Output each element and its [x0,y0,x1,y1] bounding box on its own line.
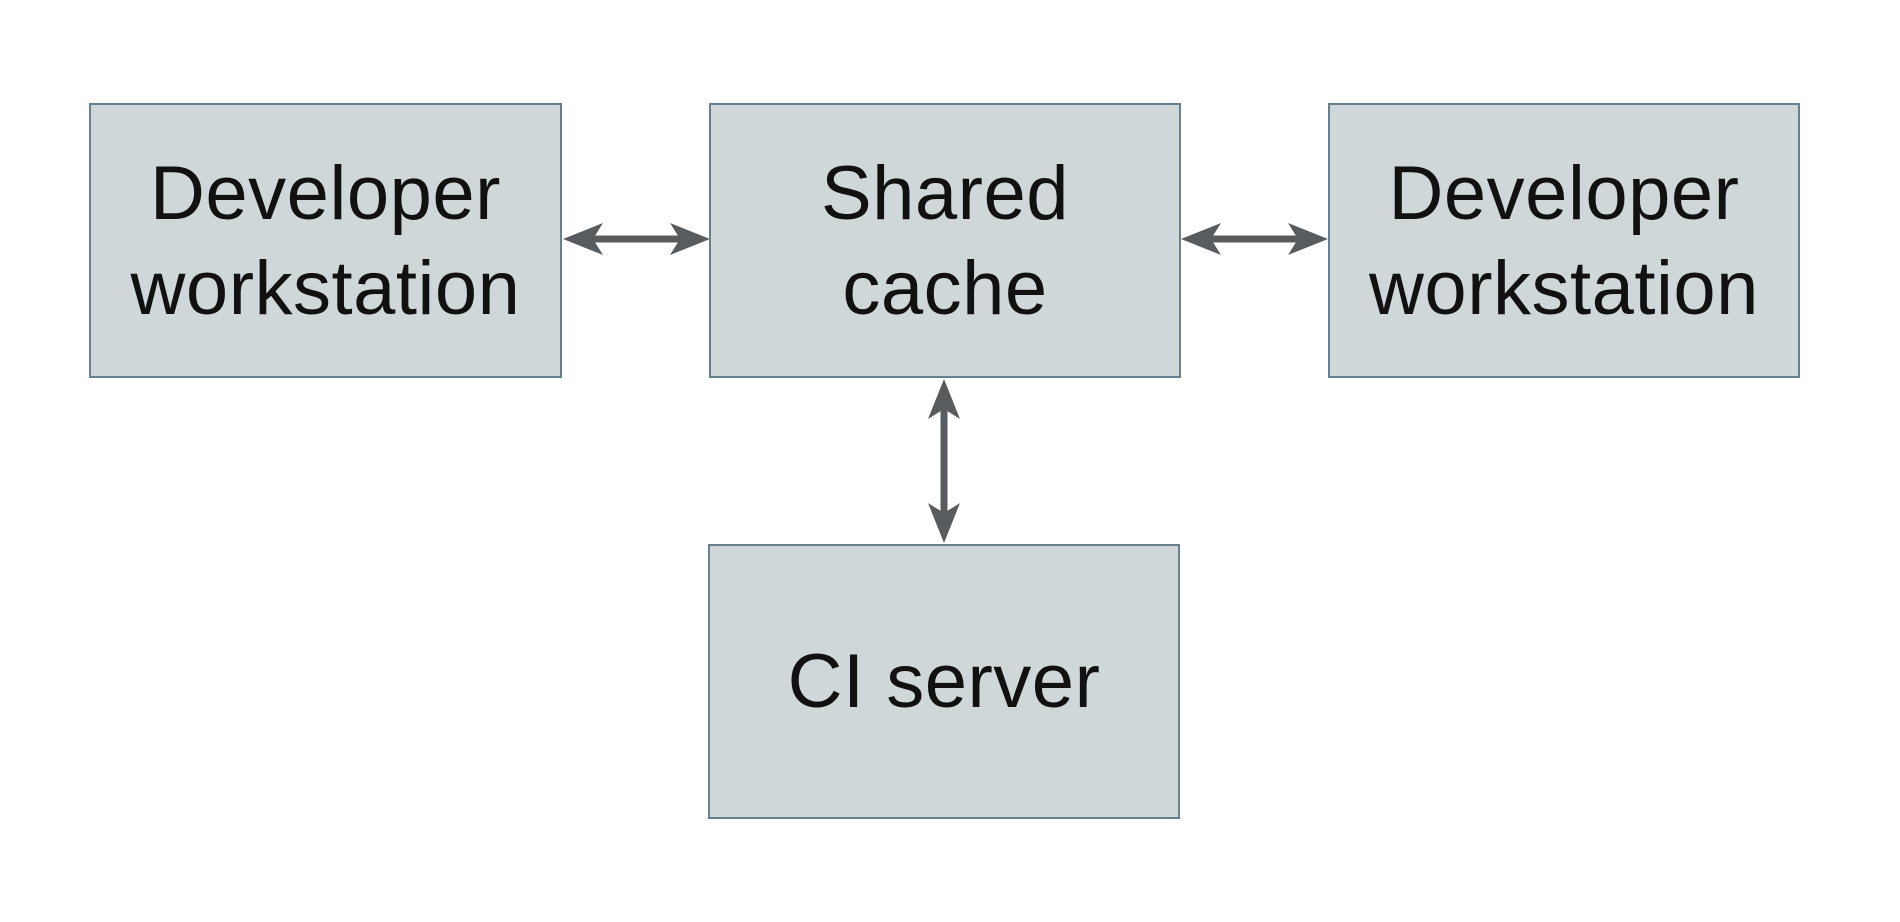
node-developer-workstation-right: Developer workstation [1328,103,1800,378]
node-label-ci-server: CI server [787,639,1101,724]
node-ci-server: CI server [708,544,1180,819]
arrow-cache-devright [1181,223,1328,255]
node-developer-workstation-left: Developer workstation [89,103,562,378]
node-shared-cache: Shared cache [709,103,1181,378]
node-label-developer-workstation-right: Developer workstation [1369,150,1759,331]
node-label-shared-cache: Shared cache [820,150,1070,331]
arrow-cache-ciserver [928,379,960,543]
arrow-devleft-cache [563,223,710,255]
node-label-developer-workstation-left: Developer workstation [130,150,521,331]
